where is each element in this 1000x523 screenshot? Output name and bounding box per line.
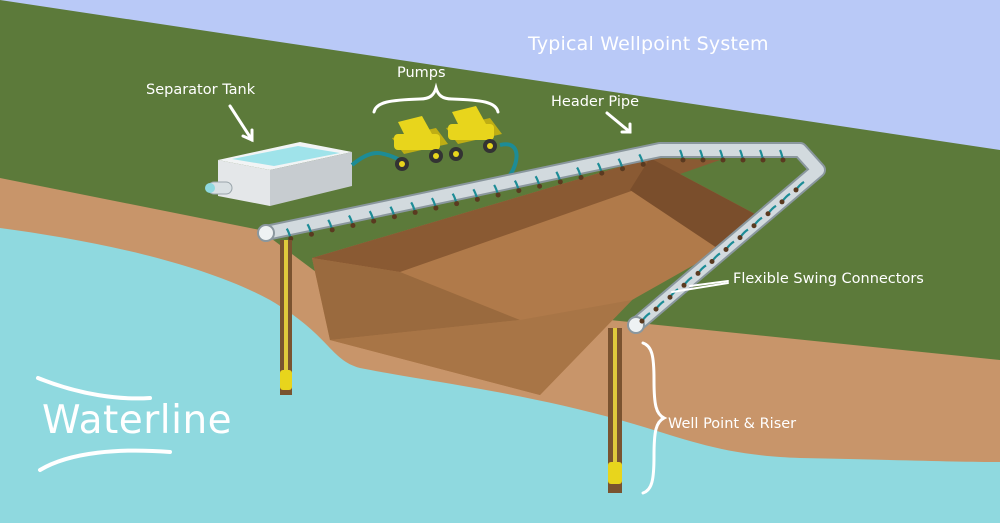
wellpoint-hole bbox=[620, 166, 626, 172]
pumps-brace bbox=[372, 82, 500, 114]
wellpoint-hole bbox=[780, 157, 786, 163]
wellpoint-hole bbox=[640, 161, 646, 167]
well-point-riser-label: Well Point & Riser bbox=[668, 416, 797, 432]
header-pipe-label: Header Pipe bbox=[551, 94, 639, 110]
logo-swoosh-top bbox=[36, 376, 152, 401]
logo-swoosh-bottom bbox=[38, 448, 172, 472]
waterline-logo-text: Waterline bbox=[42, 398, 233, 443]
separator-tank-arrow-head bbox=[241, 128, 254, 143]
wellpoint-hole bbox=[578, 174, 584, 180]
separator-tank-label: Separator Tank bbox=[146, 82, 256, 98]
well-point-brace bbox=[641, 341, 668, 495]
well-screen-right bbox=[608, 462, 622, 484]
wellpoint-hole bbox=[371, 218, 377, 224]
pit-right-wall bbox=[630, 158, 770, 250]
wellpoint-hole bbox=[639, 318, 645, 324]
riser-pipe-left bbox=[284, 240, 288, 388]
wellpoint-hole bbox=[723, 247, 729, 253]
wellpoint-hole bbox=[779, 199, 785, 205]
pump-header-hose bbox=[499, 142, 519, 177]
wellpoint-hole bbox=[599, 170, 605, 176]
separator-tank-arrow bbox=[228, 104, 254, 142]
separator-tank bbox=[205, 142, 352, 206]
pit-front-slope bbox=[330, 300, 632, 395]
wellpoint-hole bbox=[680, 157, 686, 163]
pit-left-wall bbox=[312, 258, 520, 340]
pump-2 bbox=[446, 106, 502, 161]
tank-side bbox=[270, 152, 352, 206]
wellpoint-hole bbox=[760, 157, 766, 163]
wellpoint-hole bbox=[391, 214, 397, 220]
pumps-label: Pumps bbox=[397, 65, 446, 81]
wellpoint-hole bbox=[308, 231, 314, 237]
wellpoint-hole bbox=[793, 187, 799, 193]
connectors-pointer-1 bbox=[689, 280, 729, 287]
header-pipe-arrow-head bbox=[620, 122, 632, 134]
wellpoint-hole bbox=[454, 201, 460, 207]
wellpoint-hole bbox=[667, 294, 673, 300]
wellpoint-hole bbox=[681, 282, 687, 288]
diagram-title: Typical Wellpoint System bbox=[528, 33, 769, 55]
wellpoint-hole bbox=[329, 227, 335, 233]
tank-water bbox=[232, 146, 340, 166]
connectors-pointer-2 bbox=[671, 282, 729, 293]
header-pipe-arrow bbox=[605, 111, 632, 134]
wellpoint-hole bbox=[433, 205, 439, 211]
wellpoint-hole bbox=[288, 236, 294, 242]
annotation-marks bbox=[228, 82, 729, 495]
wellpoint-hole bbox=[751, 223, 757, 229]
wellpoint-hole bbox=[537, 183, 543, 189]
pit-back-wall bbox=[312, 158, 720, 272]
tank-front bbox=[218, 160, 270, 206]
wellpoint-hole bbox=[740, 157, 746, 163]
wellpoint-hole bbox=[765, 211, 771, 217]
wellpoint-hole bbox=[720, 157, 726, 163]
wellpoint-hole bbox=[700, 157, 706, 163]
water-table bbox=[0, 228, 1000, 523]
pumps-group bbox=[392, 106, 502, 171]
wellpoint-right bbox=[608, 328, 622, 493]
wellpoint-hole bbox=[412, 209, 418, 215]
wellpoint-left bbox=[280, 240, 292, 395]
wellpoint-hole bbox=[495, 192, 501, 198]
wellpoint-hole bbox=[350, 223, 356, 229]
header-pipe-end-left bbox=[257, 224, 275, 242]
wellpoint-hole bbox=[695, 270, 701, 276]
wellpoint-hole bbox=[653, 306, 659, 312]
wellpoint-hole bbox=[737, 235, 743, 241]
tank-outlet-opening bbox=[205, 183, 215, 193]
excavation-pit bbox=[312, 158, 770, 395]
tank-pump-hose bbox=[350, 151, 401, 167]
wellpoint-hole bbox=[709, 258, 715, 264]
waterline-logo-mark bbox=[36, 376, 172, 472]
wellpoint-hole bbox=[557, 179, 563, 185]
wellpoint-hole bbox=[474, 196, 480, 202]
wellpoint-hole bbox=[516, 188, 522, 194]
riser-pipe-right bbox=[613, 328, 617, 483]
pump-1 bbox=[392, 116, 448, 171]
flexible-swing-connectors-label: Flexible Swing Connectors bbox=[733, 271, 924, 287]
well-screen-left bbox=[280, 370, 292, 390]
